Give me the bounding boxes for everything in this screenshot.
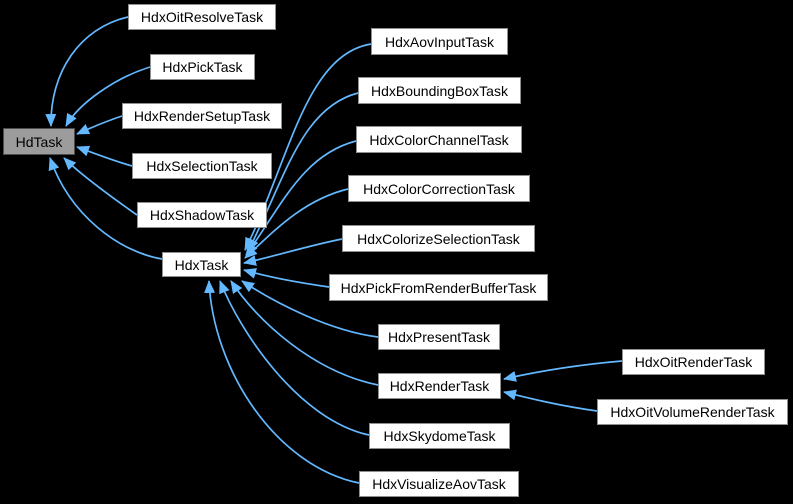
inheritance-arrow-hdxshadowtask-to-hdtask: [63, 157, 138, 216]
inheritance-arrow-hdxrendersetuptask-to-hdtask: [76, 115, 123, 135]
class-node-hdxcolorchanneltask[interactable]: HdxColorChannelTask: [356, 126, 522, 153]
class-node-hdxshadowtask[interactable]: HdxShadowTask: [137, 202, 267, 228]
class-node-label: HdxSelectionTask: [146, 158, 258, 174]
class-node-label: HdxPickFromRenderBufferTask: [340, 279, 537, 296]
inheritance-arrow-hdxoitresolvetask-to-hdtask: [45, 16, 129, 127]
class-node-hdxtask[interactable]: HdxTask: [162, 252, 241, 277]
inheritance-arrow-hdxcolorcorrectiontask-to-hdxtask: [244, 188, 349, 259]
class-node-label: HdxRenderTask: [389, 378, 490, 394]
class-node-label: HdxVisualizeAovTask: [372, 476, 506, 492]
inheritance-arrow-hdxoitvolumerendertask-to-hdxrendertask: [503, 389, 598, 412]
class-node-hdxpickfromrenderbuffertask[interactable]: HdxPickFromRenderBufferTask: [329, 274, 548, 301]
class-node-label: HdxShadowTask: [149, 207, 255, 223]
class-node-label: HdxPickTask: [162, 59, 243, 75]
class-node-label: HdxBoundingBoxTask: [371, 82, 508, 99]
inheritance-arrow-hdxpickfromrenderbuffertask-to-hdxtask: [243, 268, 330, 288]
class-node-hdxoitrendertask[interactable]: HdxOitRenderTask: [622, 349, 765, 375]
class-node-label: HdxColorizeSelectionTask: [357, 230, 520, 247]
class-node-label: HdxOitResolveTask: [140, 9, 264, 25]
class-node-hdxoitvolumerendertask[interactable]: HdxOitVolumeRenderTask: [597, 399, 788, 425]
class-node-hdtask: HdTask: [3, 128, 75, 155]
class-node-label: HdxSkydomeTask: [383, 428, 496, 444]
class-node-hdxcolorizeselectiontask[interactable]: HdxColorizeSelectionTask: [342, 225, 535, 252]
class-node-hdxoitresolvetask[interactable]: HdxOitResolveTask: [128, 4, 276, 30]
inheritance-arrow-hdxpresenttask-to-hdxtask: [241, 280, 379, 338]
class-node-label: HdxOitRenderTask: [634, 354, 753, 370]
inheritance-arrow-hdxtask-to-hdtask: [48, 157, 163, 260]
inheritance-arrow-hdxvisualizeaovtask-to-hdxtask: [204, 280, 360, 484]
class-node-hdxpicktask[interactable]: HdxPickTask: [150, 54, 255, 80]
class-node-hdxboundingboxtask[interactable]: HdxBoundingBoxTask: [358, 77, 521, 104]
class-node-label: HdxAovInputTask: [385, 33, 494, 50]
inheritance-arrow-hdxcolorizeselectiontask-to-hdxtask: [243, 238, 343, 266]
class-node-label: HdxRenderSetupTask: [133, 108, 271, 124]
class-node-hdxcolorcorrectiontask[interactable]: HdxColorCorrectionTask: [348, 175, 530, 202]
class-node-label: HdxTask: [174, 256, 229, 273]
class-node-hdxpresenttask[interactable]: HdxPresentTask: [378, 324, 500, 350]
class-node-label: HdxPresentTask: [388, 329, 490, 345]
inheritance-arrow-hdxselectiontask-to-hdtask: [76, 145, 133, 167]
inheritance-arrow-hdxpicktask-to-hdtask: [65, 66, 151, 127]
class-node-hdxaovinputtask[interactable]: HdxAovInputTask: [371, 28, 508, 55]
class-node-hdxrendertask[interactable]: HdxRenderTask: [378, 373, 501, 399]
class-node-hdxselectiontask[interactable]: HdxSelectionTask: [132, 153, 272, 179]
inheritance-arrow-hdxcolorchanneltask-to-hdxtask: [245, 140, 357, 256]
inheritance-arrow-hdxoitrendertask-to-hdxrendertask: [503, 360, 623, 382]
class-node-hdxskydometask[interactable]: HdxSkydomeTask: [369, 423, 510, 449]
class-node-label: HdxColorCorrectionTask: [363, 180, 515, 197]
class-node-label: HdxColorChannelTask: [369, 131, 509, 148]
inheritance-arrow-hdxrendertask-to-hdxtask: [230, 280, 379, 386]
class-node-hdxvisualizeaovtask[interactable]: HdxVisualizeAovTask: [359, 471, 519, 497]
class-node-hdxrendersetuptask[interactable]: HdxRenderSetupTask: [122, 103, 282, 129]
class-node-label: HdxOitVolumeRenderTask: [610, 404, 775, 420]
class-node-label: HdTask: [15, 133, 63, 150]
inheritance-arrow-hdxskydometask-to-hdxtask: [219, 280, 370, 436]
